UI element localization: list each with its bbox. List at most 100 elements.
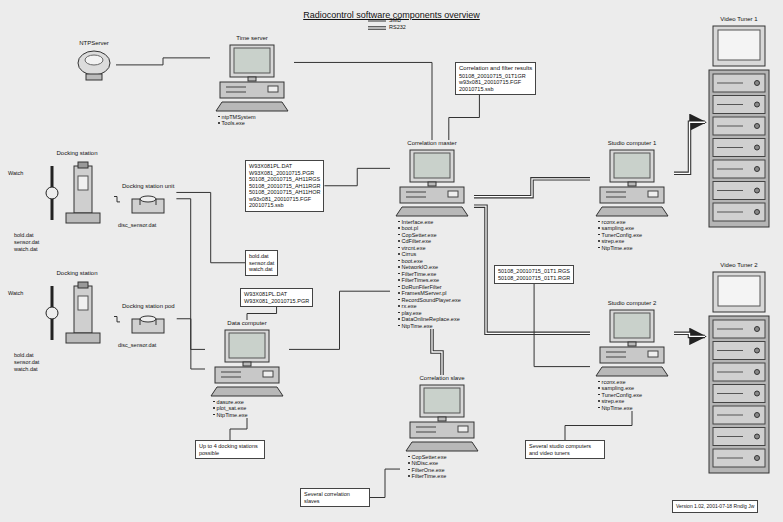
note-box: Up to 4 docking stations possible [195,440,265,459]
list-item: NtpTime.exe [598,405,670,412]
file-list: W93X081PL.DATW93X081_20010715.PGR50108_2… [245,160,324,212]
part-label: watch.dat [14,246,38,253]
box-text: sensor.dat [249,260,274,267]
list-item: FilterTime.exe [408,473,480,480]
connector [176,192,245,262]
legend-line [368,18,386,24]
box-text: 50108_20010715_AH11RGS [249,176,320,183]
part-label: sensor.dat [14,359,39,366]
globe-symbol [74,48,114,82]
pc-picture [592,308,672,378]
pc-picture [592,148,672,218]
connector-line [176,192,245,262]
node-heading: Studio computer 1 [592,140,672,148]
box-text: Up to 4 docking stations possible [199,443,261,456]
box-text: w93x081_20010715.FGF [249,196,320,203]
connector-line [116,58,210,65]
computer: Studio computer 2rconx.exesampling.exeTu… [590,300,674,411]
connector-line [474,206,590,333]
connector-line [114,317,120,322]
pc-picture [212,43,292,113]
connector-line [247,307,277,320]
unit-symbol [128,191,168,215]
connector-line [324,168,390,185]
list-item: NtpTime.exe [598,245,670,252]
part-label: sensor.dat [14,239,39,246]
connector-line [177,319,205,369]
legend-text: RS232 [389,24,406,31]
connector [534,284,590,367]
pc-symbol [592,308,672,378]
node-heading: Correlation slave [402,375,482,383]
connector [230,418,247,440]
legend-text: SMB [389,17,401,24]
tuner-rack: Video Tuner 2 [705,262,773,475]
connector [474,206,590,333]
part-label: disc_sensor.dat [118,222,156,229]
legend-row: SMB [368,17,406,24]
connector [674,333,705,336]
connector [116,58,210,65]
file-list: bold.datsensor.datwatch.dat [245,250,278,276]
box-text: 50108_20010715_01T1.RGR [498,275,570,282]
node-heading: Correlation master [392,140,472,148]
box-text: 50108_20010715_AH11RGR [249,183,320,190]
dock-symbol [42,278,112,348]
file-list: W93X081PL.DATW93X081_20010715.PGR [240,288,313,307]
box-text: bold.dat [249,253,274,260]
box-text: W93X081_20010715.PGR [249,170,320,177]
node-heading: NTPServer [74,40,114,48]
callout-box: Correlation and filter results50108_2001… [455,62,536,95]
connector [432,329,442,375]
unit-picture [122,191,174,215]
dock-picture [42,158,112,228]
connector [674,122,705,173]
dock-symbol [42,158,112,228]
box-text: w93x081_20010715.FGF [459,79,532,86]
connector-line [674,333,705,336]
station-unit: Docking station pod [120,303,177,335]
computer: Studio computer 1rconx.exesampling.exeTu… [590,140,674,251]
pc-symbol [207,328,287,398]
computer: Data computer dasure.exeplot_sat.exeNtpTi… [205,320,289,418]
connector-line [449,95,480,140]
connector [474,179,590,197]
connector [324,168,390,185]
dock-picture [42,278,112,348]
rack-picture [707,24,771,229]
pc-picture [402,383,482,453]
part-label: Watch [8,170,23,177]
computer: Correlation masterInterface.exeboot.plCo… [390,140,474,329]
file-list: 50108_20010715_01T1.RGS50108_20010715_01… [494,265,574,284]
node-heading: Docking station [42,270,112,278]
rack-picture [707,270,771,475]
box-text: 20010715.ssb [249,202,320,209]
node-heading: Docking station pod [122,303,175,311]
pc-picture [392,148,472,218]
docking-station: Docking station [40,270,114,348]
note-box: Several studio computers and video tuner… [525,440,605,459]
pc-picture [207,328,287,398]
connector [449,95,480,140]
server-icon: NTPServer [72,40,116,82]
computer: Time serverntpTMSystemTools.exe [210,35,294,127]
pc-symbol [592,148,672,218]
box-text: Correlation and filter results [459,65,532,73]
tuner-rack: Video Tuner 1 [705,16,773,229]
box-text: 50108_20010715_01T1.RGS [498,268,570,275]
docking-station: Docking station [40,150,114,228]
connector-line [114,197,120,202]
node-heading: Docking station unit [122,183,174,191]
connector [177,319,205,369]
connector [370,469,400,497]
node-heading: Data computer [207,320,287,328]
rack-symbol [707,24,771,229]
file-list: dasure.exeplot_sat.exeNtpTime.exe [207,398,287,419]
box-text: watch.dat [249,266,274,273]
file-list: rconx.exesampling.exeTunerConfig.exestre… [592,378,672,412]
connector [294,62,432,140]
box-text: W93X081_20010715.PGR [244,298,309,305]
connector-line [432,329,442,375]
list-item: NtpTime.exe [398,323,470,330]
connector-line [370,469,400,497]
